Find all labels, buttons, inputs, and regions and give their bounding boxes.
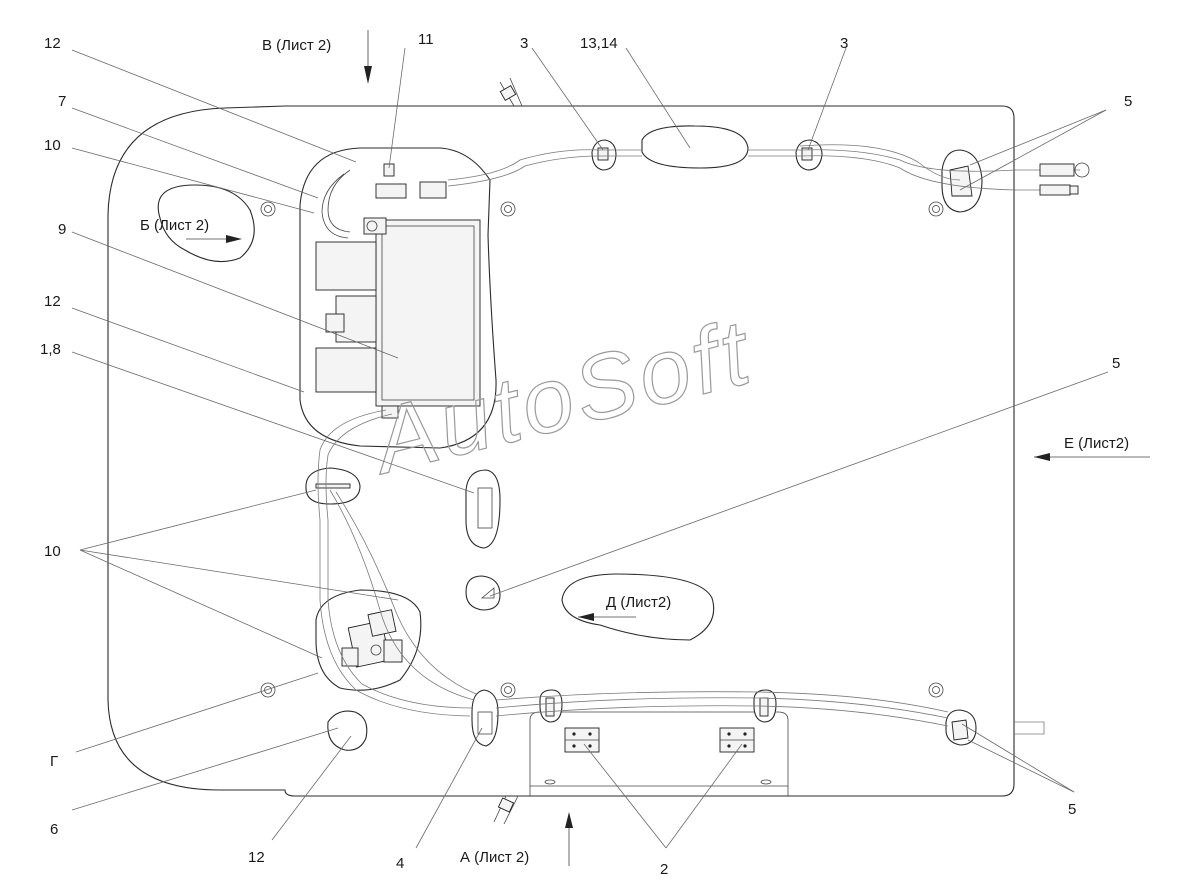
hinge-right xyxy=(719,727,755,753)
pipe-bottom-stub xyxy=(493,795,519,825)
view-label-a: А (Лист 2) xyxy=(460,849,529,866)
callout-3-right: 3 xyxy=(840,35,848,52)
blob-5-mid xyxy=(465,575,501,611)
callout-6: 6 xyxy=(50,821,58,838)
callout-10-top: 10 xyxy=(44,137,61,154)
view-label-b: Б (Лист 2) xyxy=(140,217,209,234)
callout-9: 9 xyxy=(58,221,66,238)
right-connectors xyxy=(1039,162,1090,196)
view-d-callout-blob xyxy=(561,573,715,641)
callout-12-mid: 12 xyxy=(44,293,61,310)
view-arrow-d xyxy=(578,613,636,621)
view-arrow-a-bottom xyxy=(565,812,573,866)
leader-lines xyxy=(71,47,1109,849)
callout-5-top: 5 xyxy=(1124,93,1132,110)
callout-12-top: 12 xyxy=(44,35,61,52)
view-label-d: Д (Лист2) xyxy=(606,594,671,611)
blob-13-14 xyxy=(641,125,749,169)
callout-3-left: 3 xyxy=(520,35,528,52)
view-label-v: В (Лист 2) xyxy=(262,37,331,54)
blob-12-bottom xyxy=(327,710,368,751)
hinge-left xyxy=(564,727,600,753)
callout-1-8: 1,8 xyxy=(40,341,61,358)
pipe-top-stub xyxy=(499,77,523,107)
callout-12-bottom: 12 xyxy=(248,849,265,866)
callout-5-mid: 5 xyxy=(1112,355,1120,372)
hatch-plate xyxy=(529,711,789,796)
blob-4 xyxy=(471,689,499,747)
callout-13-14: 13,14 xyxy=(580,35,618,52)
view-label-g: Г xyxy=(50,753,58,770)
hose-routing xyxy=(317,144,1080,735)
callout-11: 11 xyxy=(418,31,434,48)
callout-2: 2 xyxy=(660,861,668,878)
callout-5-bottom: 5 xyxy=(1068,801,1076,818)
valve-assembly xyxy=(341,609,403,668)
blob-1-8 xyxy=(465,469,501,549)
callout-10-left: 10 xyxy=(44,543,61,560)
view-arrow-v-top xyxy=(364,30,372,84)
callout-4: 4 xyxy=(396,855,404,872)
view-arrow-b xyxy=(186,235,242,243)
view-arrow-e xyxy=(1034,453,1150,461)
heater-unit-body xyxy=(315,163,481,419)
view-label-e: Е (Лист2) xyxy=(1064,435,1129,452)
view-b-callout-blob xyxy=(157,184,255,263)
mounting-bolts xyxy=(260,201,944,698)
panel-outline xyxy=(107,105,1015,797)
callout-7: 7 xyxy=(58,93,66,110)
